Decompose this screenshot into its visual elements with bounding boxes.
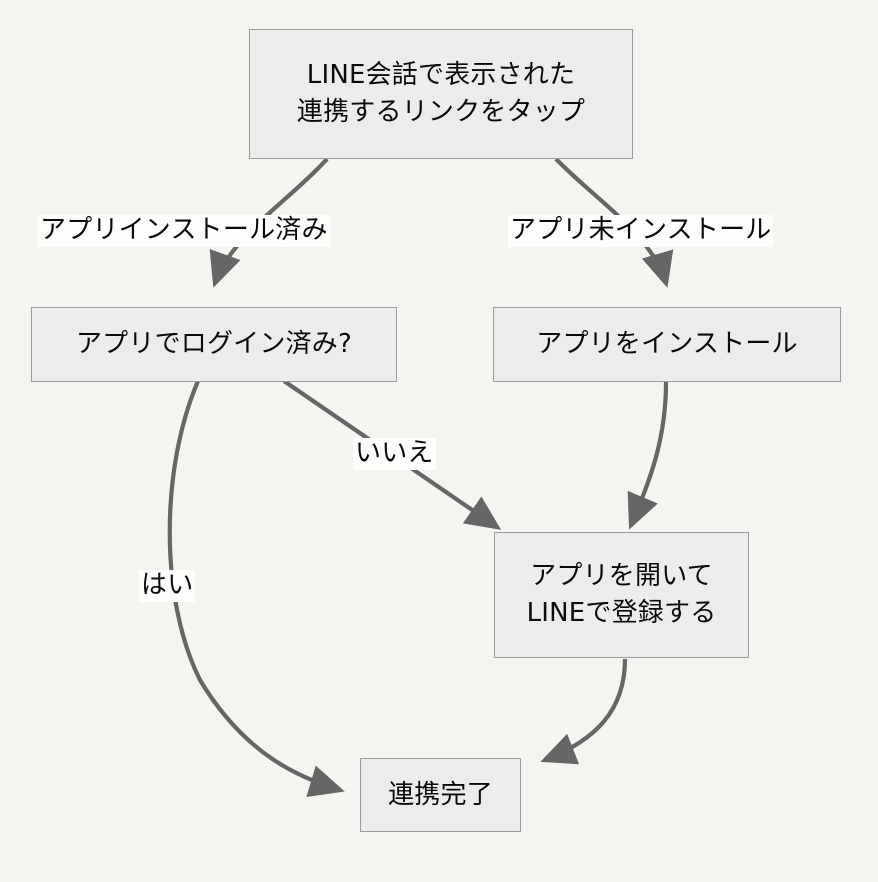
- edge-install-to-open-register: [627, 381, 669, 530]
- node-start[interactable]: LINE会話で表示された 連携するリンクをタップ: [249, 29, 633, 159]
- node-open-register-line-1: アプリを開いて: [530, 561, 713, 592]
- node-open-register-line-2: LINEで登録する: [526, 598, 717, 628]
- edge-label-app-not-installed: アプリ未インストール: [508, 215, 774, 247]
- node-logged-in-line-1: アプリでログイン済み?: [75, 329, 352, 360]
- node-install-line-1: アプリをインストール: [536, 329, 798, 360]
- edge-open-register-to-done: [540, 658, 628, 765]
- node-start-line-1: LINE会話で表示された: [306, 60, 576, 91]
- node-done[interactable]: 連携完了: [360, 758, 521, 832]
- edge-label-yes: はい: [139, 570, 196, 602]
- node-open-register[interactable]: アプリを開いて LINEで登録する: [494, 532, 749, 658]
- node-start-line-2: 連携するリンクをタップ: [296, 97, 586, 127]
- edge-label-no: いいえ: [353, 438, 436, 470]
- node-install[interactable]: アプリをインストール: [493, 307, 841, 382]
- edge-label-app-installed: アプリインストール済み: [38, 215, 330, 247]
- edge-logged-in-to-done: [167, 380, 345, 797]
- node-done-line-1: 連携完了: [388, 779, 493, 810]
- node-logged-in[interactable]: アプリでログイン済み?: [31, 307, 397, 382]
